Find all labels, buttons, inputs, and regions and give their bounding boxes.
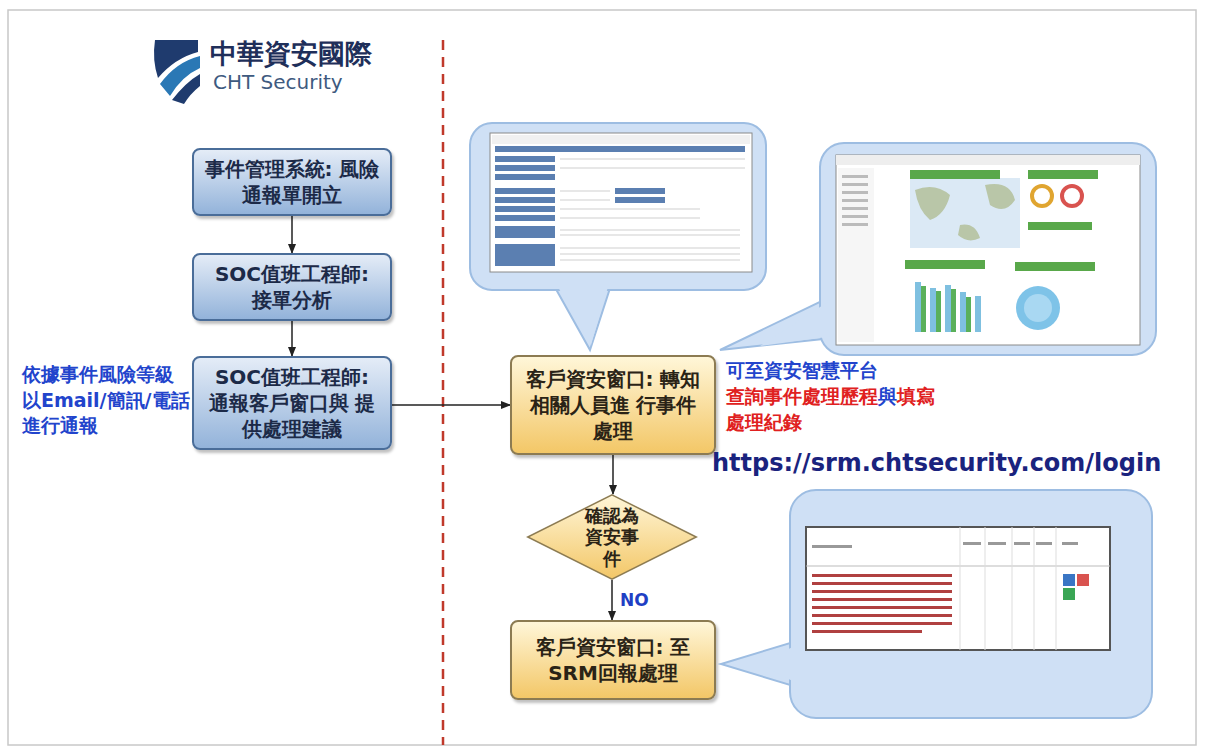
logo-text: CHT Security [213,70,373,94]
note-text: 依據事件風險等級以Email/簡訊/電話進行通報 [22,362,190,439]
flow-arrow [291,216,293,253]
process-box: 客戶資安窗口: 轉知相關人員進 行事件處理 [510,355,716,455]
note-line: 查詢事件處理歷程與填寫 [726,384,935,410]
process-box: SOC值班工程師: 通報客戶窗口與 提供處理建議 [192,356,392,450]
flow-arrow [291,321,293,356]
process-box: SOC值班工程師: 接單分析 [192,253,392,321]
note-text: 處理紀錄 [726,410,846,436]
node-text: 客戶資安窗口: 至SRM回報處理 [522,634,704,686]
logo-icon [154,40,200,104]
note-text: 填寫 [897,385,935,407]
node-text: 事件管理系統: 風險通報單開立 [204,156,380,208]
callout-bubble [721,490,1152,718]
divider-line [442,40,445,745]
node-text: SOC值班工程師: 通報客戶窗口與 提供處理建議 [204,364,380,442]
flow-arrow [392,404,510,406]
note-text: 查詢事件處理歷程 [726,385,878,407]
flow-arrow [611,580,613,620]
outer-frame [8,10,1196,745]
logo-text: 中華資安國際 [210,36,410,72]
callout-bubble [720,143,1156,355]
flow-arrow [612,455,614,494]
node-text: 確認為 資安事 件 [580,505,645,570]
note-text: 與 [878,385,897,407]
callout-bubble [470,123,766,350]
edge-label: NO [618,590,651,610]
note-text: 可至資安智慧平台 [726,358,926,384]
process-box: 事件管理系統: 風險通報單開立 [192,148,392,216]
url-text: https://srm.chtsecurity.com/login [712,449,1198,477]
node-text: SOC值班工程師: 接單分析 [204,261,380,313]
decision-diamond: 確認為 資安事 件 [526,494,698,580]
process-box: 客戶資安窗口: 至SRM回報處理 [510,620,716,700]
node-text: 客戶資安窗口: 轉知相關人員進 行事件處理 [522,366,704,444]
